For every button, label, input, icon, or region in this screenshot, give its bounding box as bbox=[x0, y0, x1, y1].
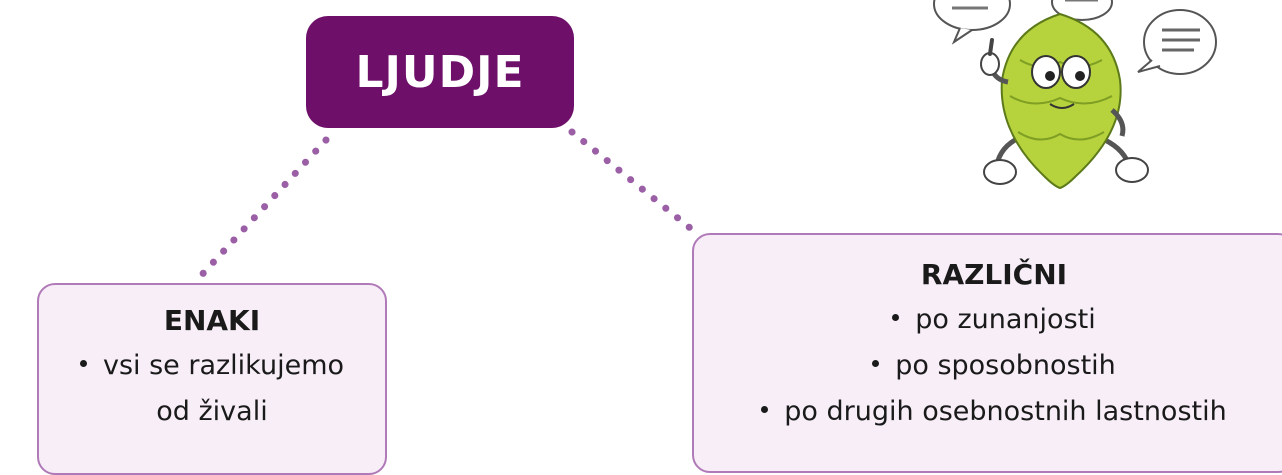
bullet-icon bbox=[79, 360, 87, 367]
list-item-continuation: od živali bbox=[156, 396, 268, 427]
mascot-hand bbox=[980, 38, 1009, 85]
bullet-icon bbox=[761, 406, 769, 413]
box-enaki: ENAKI vsi se razlikujemo od živali bbox=[37, 283, 387, 475]
connectors bbox=[193, 128, 704, 284]
list-item: po sposobnostih bbox=[694, 343, 1282, 389]
box-razlicni-list: po zunanjosti po sposobnostih po drugih … bbox=[694, 297, 1282, 435]
list-item: po drugih osebnostnih lastnostih bbox=[694, 389, 1282, 435]
mascot-arm bbox=[1110, 108, 1126, 137]
box-razlicni: RAZLIČNI po zunanjosti po sposobnostih p… bbox=[692, 233, 1282, 473]
speech-bubble-icon bbox=[1137, 9, 1217, 75]
bullet-icon bbox=[892, 314, 900, 321]
connector-right bbox=[568, 128, 704, 240]
mascot-legs bbox=[983, 137, 1149, 185]
list-item: po zunanjosti bbox=[694, 297, 1282, 343]
list-item-text: po sposobnostih bbox=[895, 350, 1116, 381]
list-item-text: po zunanjosti bbox=[915, 304, 1096, 335]
list-item-text: po drugih osebnostnih lastnostih bbox=[784, 396, 1227, 427]
root-node: LJUDJE bbox=[306, 16, 574, 128]
connector-left bbox=[193, 136, 330, 284]
list-item: vsi se razlikujemo bbox=[39, 343, 385, 389]
list-item-text: vsi se razlikujemo bbox=[102, 350, 345, 381]
root-title: LJUDJE bbox=[355, 46, 525, 98]
mascot-mouth bbox=[1049, 103, 1075, 109]
hop-mascot-illustration bbox=[933, 0, 1217, 190]
box-enaki-list: vsi se razlikujemo bbox=[39, 343, 385, 389]
box-enaki-title: ENAKI bbox=[163, 304, 261, 337]
mascot-eyes bbox=[1031, 55, 1091, 89]
speech-bubble-icon bbox=[933, 0, 1011, 45]
speech-bubble-icon bbox=[1051, 0, 1113, 21]
bullet-icon bbox=[872, 360, 880, 367]
box-razlicni-title: RAZLIČNI bbox=[920, 258, 1068, 291]
